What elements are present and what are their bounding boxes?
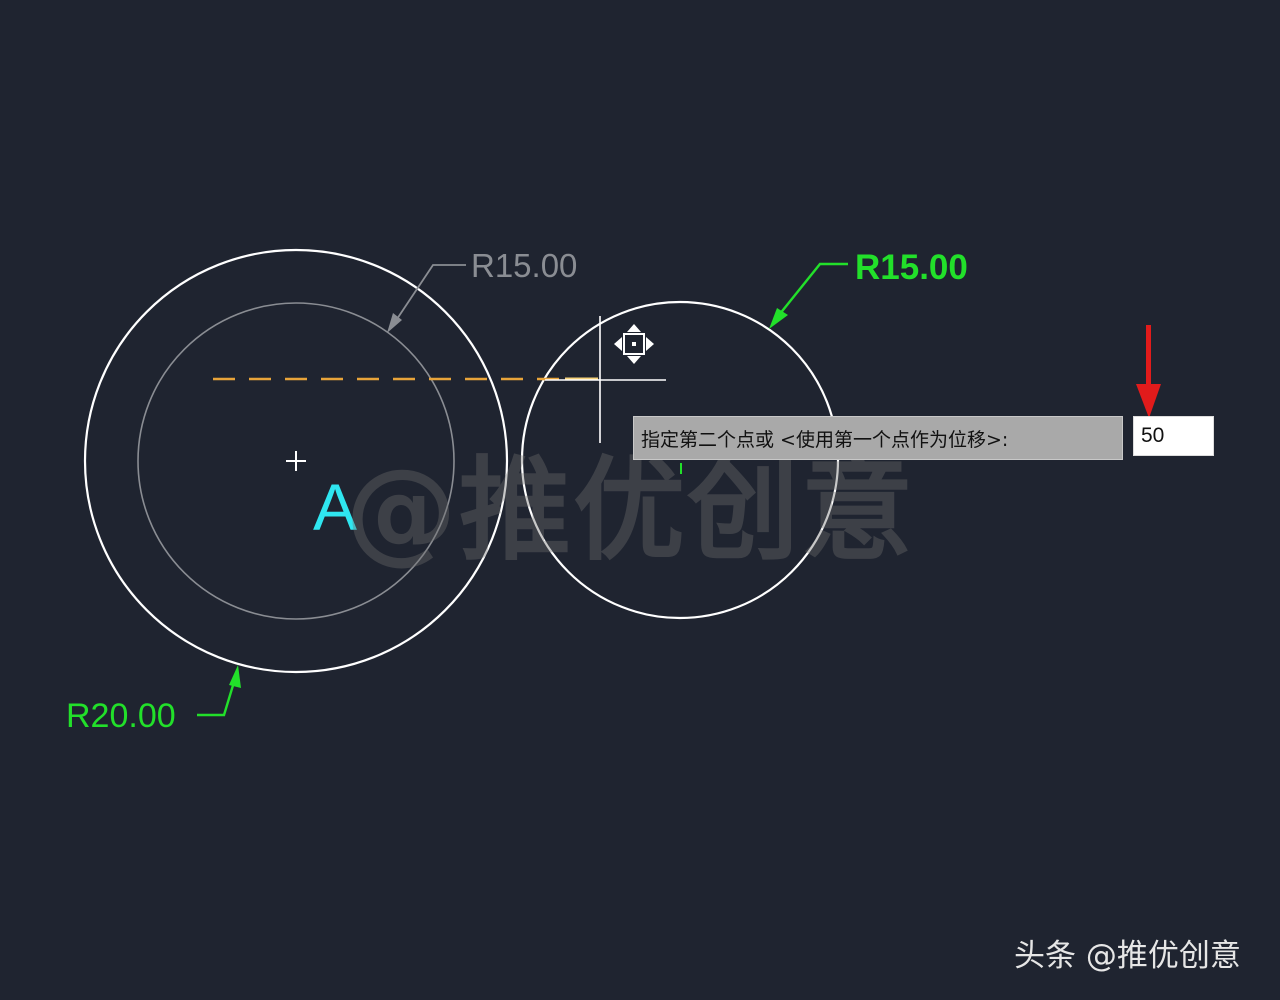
displacement-value-input[interactable] xyxy=(1133,416,1214,456)
left-dimension-leader xyxy=(197,665,241,717)
red-annotation-arrow xyxy=(1136,325,1161,418)
crosshair-cursor xyxy=(545,316,666,443)
prompt-text: 指定第二个点或 <使用第一个点作为位移>: xyxy=(641,428,1009,451)
footer-credit: 头条 @推优创意 xyxy=(1014,938,1241,974)
watermark-text: @推优创意 xyxy=(345,446,915,576)
right-dimension-leader xyxy=(769,262,848,329)
right-dimension-label: R15.00 xyxy=(855,248,968,287)
left-outer-circle[interactable] xyxy=(83,248,509,674)
point-label-a: A xyxy=(313,470,357,544)
dynamic-input-prompt: 指定第二个点或 <使用第一个点作为位移>: xyxy=(633,416,1123,460)
ghost-dimension-leader xyxy=(387,264,466,333)
ghost-dimension-label: R15.00 xyxy=(471,247,577,284)
left-inner-ghost-circle xyxy=(137,302,455,620)
move-grip-icon[interactable] xyxy=(614,324,654,364)
left-dimension-label: R20.00 xyxy=(66,697,176,735)
center-cross-marker xyxy=(286,451,306,471)
right-circle[interactable] xyxy=(520,300,840,620)
